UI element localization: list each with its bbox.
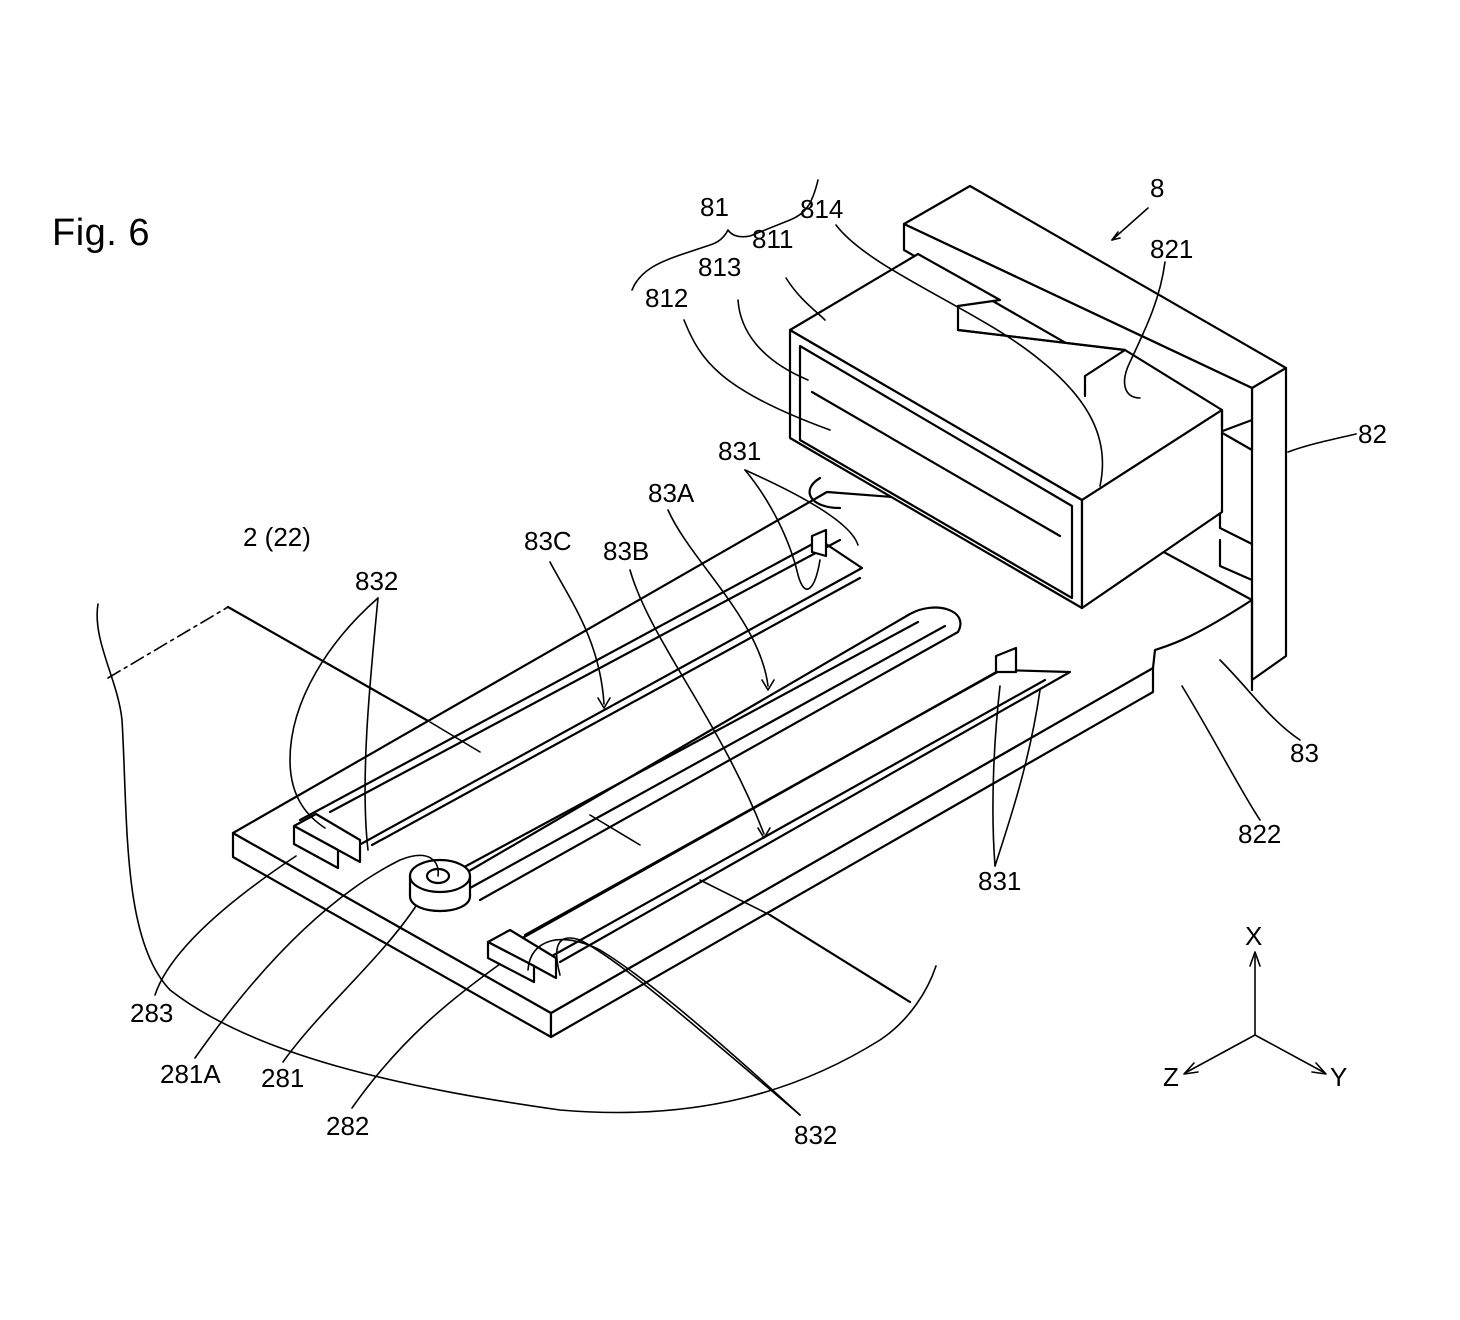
axis-label-z: Z [1163, 1062, 1179, 1092]
axis-label-y: Y [1330, 1062, 1347, 1092]
label-821: 821 [1150, 234, 1193, 264]
label-2-22: 2 (22) [243, 522, 311, 552]
label-831-right: 831 [978, 866, 1021, 896]
label-83C: 83C [524, 526, 572, 556]
label-82: 82 [1358, 419, 1387, 449]
label-832-bottom: 832 [794, 1120, 837, 1150]
label-83: 83 [1290, 738, 1319, 768]
label-811: 811 [752, 224, 793, 254]
label-814: 814 [800, 194, 843, 224]
label-822: 822 [1238, 819, 1281, 849]
label-831-top: 831 [718, 436, 761, 466]
port-281 [410, 860, 470, 911]
label-832-left: 832 [355, 566, 398, 596]
label-8: 8 [1150, 173, 1164, 203]
label-282: 282 [326, 1111, 369, 1141]
label-83B: 83B [603, 536, 649, 566]
axis-label-x: X [1245, 921, 1262, 951]
label-281: 281 [261, 1063, 304, 1093]
label-81: 81 [700, 192, 729, 222]
label-812: 812 [645, 283, 688, 313]
label-813: 813 [698, 252, 741, 282]
axis-indicator: X Y Z [1163, 921, 1347, 1092]
label-283: 283 [130, 998, 173, 1028]
label-83A: 83A [648, 478, 695, 508]
label-281A: 281A [160, 1059, 221, 1089]
